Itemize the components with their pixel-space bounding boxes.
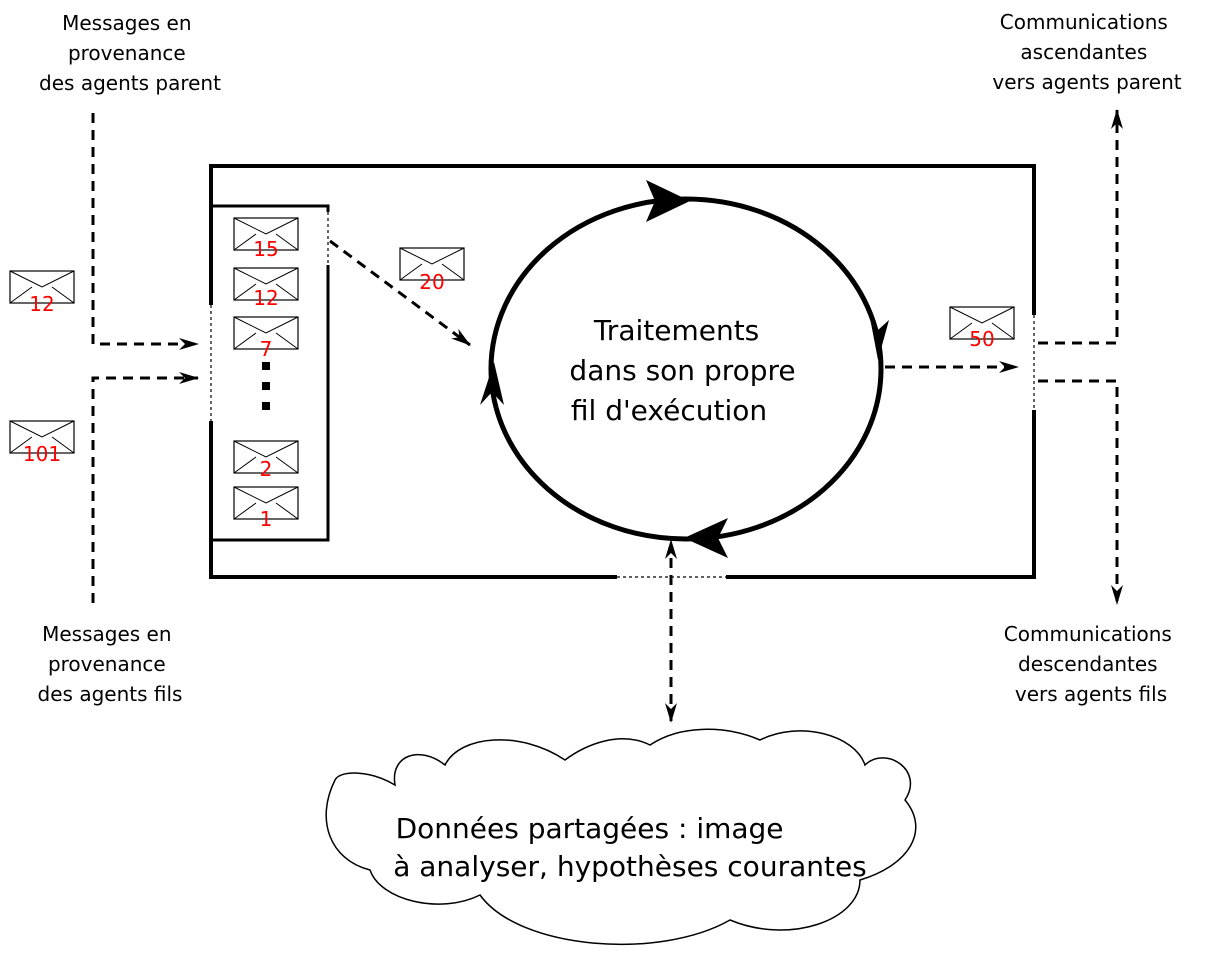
incoming-child-envelope: 101 [9, 420, 75, 466]
dequeue-arrow [329, 239, 471, 347]
dequeued-number: 20 [419, 270, 444, 294]
dequeued-envelope: 20 [399, 247, 465, 294]
queue-envelope-number: 7 [260, 337, 273, 361]
loop-arrowhead-left [480, 362, 504, 405]
message-queue [211, 204, 330, 542]
upward-communication-arrow [1038, 109, 1123, 345]
queue-envelope-number: 2 [260, 457, 273, 481]
loop-arrowhead-top [646, 180, 690, 222]
parent-messages-label: Messages en provenance des agents parent [39, 11, 221, 95]
outgoing-envelope: 50 [949, 306, 1015, 351]
queue-envelope-1: 15 [233, 217, 299, 261]
processing-loop: Traitements dans son propre fil d'exécut… [480, 180, 889, 558]
cloud-label: Données partagées : image à analyser, hy… [393, 812, 867, 883]
queue-envelope-2: 12 [233, 267, 299, 310]
queue-envelope-4: 2 [233, 440, 299, 481]
queue-envelope-3: 7 [233, 316, 299, 361]
queue-envelope-number: 12 [253, 286, 278, 310]
loop-arrowhead-right [870, 318, 889, 360]
loop-label: Traitements dans son propre fil d'exécut… [569, 314, 804, 427]
child-messages-label: Messages en provenance des agents fils [38, 622, 183, 706]
queue-envelope-number: 1 [260, 507, 273, 531]
parent-input-arrow [91, 113, 199, 350]
queue-envelope-number: 15 [253, 237, 278, 261]
downward-communication-arrow [1038, 379, 1123, 605]
incoming-child-number: 101 [23, 442, 61, 466]
incoming-parent-envelope: 12 [9, 270, 75, 316]
incoming-parent-number: 12 [29, 292, 54, 316]
downward-communications-label: Communications descendantes vers agents … [1004, 622, 1178, 706]
outgoing-number: 50 [969, 327, 994, 351]
upward-communications-label: Communications ascendantes vers agents p… [992, 10, 1181, 94]
queue-envelope-5: 1 [233, 486, 299, 531]
shared-data-cloud: Données partagées : image à analyser, hy… [325, 728, 917, 946]
child-input-arrow [91, 372, 199, 603]
loop-arrowhead-bottom [684, 518, 728, 558]
